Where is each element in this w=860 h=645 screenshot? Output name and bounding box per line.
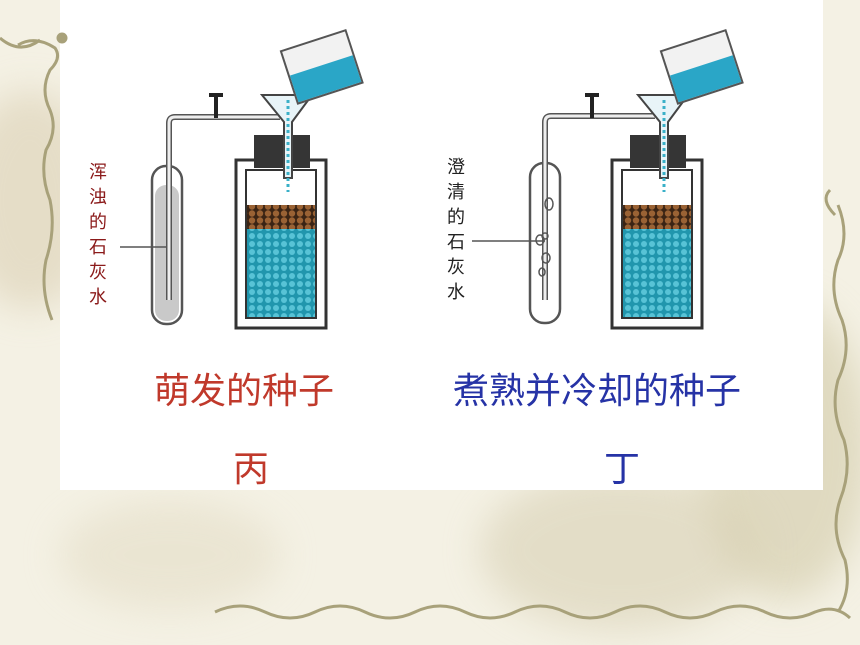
left-beaker xyxy=(279,28,364,105)
right-valve xyxy=(590,96,594,118)
left-seeds xyxy=(247,205,315,229)
vine-border-right xyxy=(824,188,849,613)
right-stopper xyxy=(630,135,686,168)
right-side-label: 澄清的石灰水 xyxy=(447,157,465,303)
left-letter: 丙 xyxy=(233,449,270,490)
right-caption: 煮熟并冷却的种子 xyxy=(453,371,742,412)
left-valve xyxy=(214,96,218,118)
vine-border-left xyxy=(0,32,68,321)
right-bubbles xyxy=(535,197,554,277)
left-water-beads xyxy=(247,228,315,317)
right-letter: 丁 xyxy=(604,449,641,490)
vine-border-bottom xyxy=(214,604,852,620)
left-side-label: 浑浊的石灰水 xyxy=(89,162,107,308)
left-stopper xyxy=(254,135,310,168)
right-water-beads xyxy=(623,228,691,317)
left-apparatus xyxy=(120,28,364,330)
left-caption: 萌发的种子 xyxy=(154,371,335,412)
background-flower-blob xyxy=(480,470,760,630)
right-beaker xyxy=(659,28,744,105)
right-seeds xyxy=(623,205,691,229)
background-flower-blob xyxy=(60,500,280,610)
right-apparatus xyxy=(472,28,744,330)
